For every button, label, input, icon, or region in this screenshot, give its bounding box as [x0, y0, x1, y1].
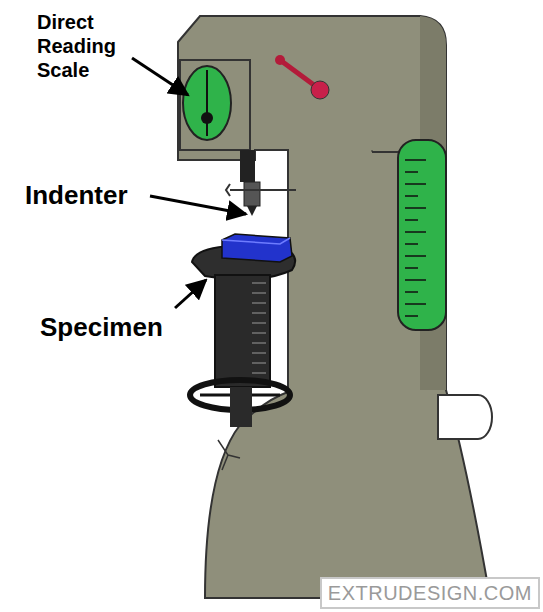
load-lever	[280, 60, 318, 88]
lever-knob	[311, 81, 329, 99]
machine-body	[178, 16, 490, 598]
scale-housing	[180, 60, 250, 150]
lever-pivot	[275, 55, 285, 65]
watermark: EXTRUDESIGN.COM	[320, 577, 540, 609]
reading-scale-dial	[183, 66, 231, 140]
dial-pointer	[206, 70, 208, 136]
part-label: Indenter	[25, 180, 128, 211]
indenter-bar-end	[226, 184, 230, 196]
indenter-holder	[244, 182, 260, 206]
screw-threads	[252, 283, 266, 373]
indenter-bar	[230, 189, 296, 191]
rear-cylinder	[438, 395, 492, 439]
screw-shaft	[230, 387, 252, 427]
leader-arrow	[132, 58, 188, 95]
leader-arrow	[150, 196, 246, 214]
weight-scale-ticks	[405, 160, 426, 316]
weight-cylinder	[398, 140, 446, 330]
dial-hub	[201, 112, 213, 124]
spindle	[240, 150, 255, 182]
elevating-screw	[215, 275, 270, 387]
body-seam	[372, 150, 373, 152]
part-label: Direct Reading Scale	[37, 10, 119, 82]
base-mark	[218, 440, 240, 470]
specimen-edge	[222, 238, 290, 244]
part-label: Specimen	[40, 312, 163, 343]
weight-link	[372, 151, 398, 153]
indenter-tip	[247, 206, 257, 216]
specimen-block	[222, 234, 292, 262]
leader-arrow	[175, 280, 206, 308]
